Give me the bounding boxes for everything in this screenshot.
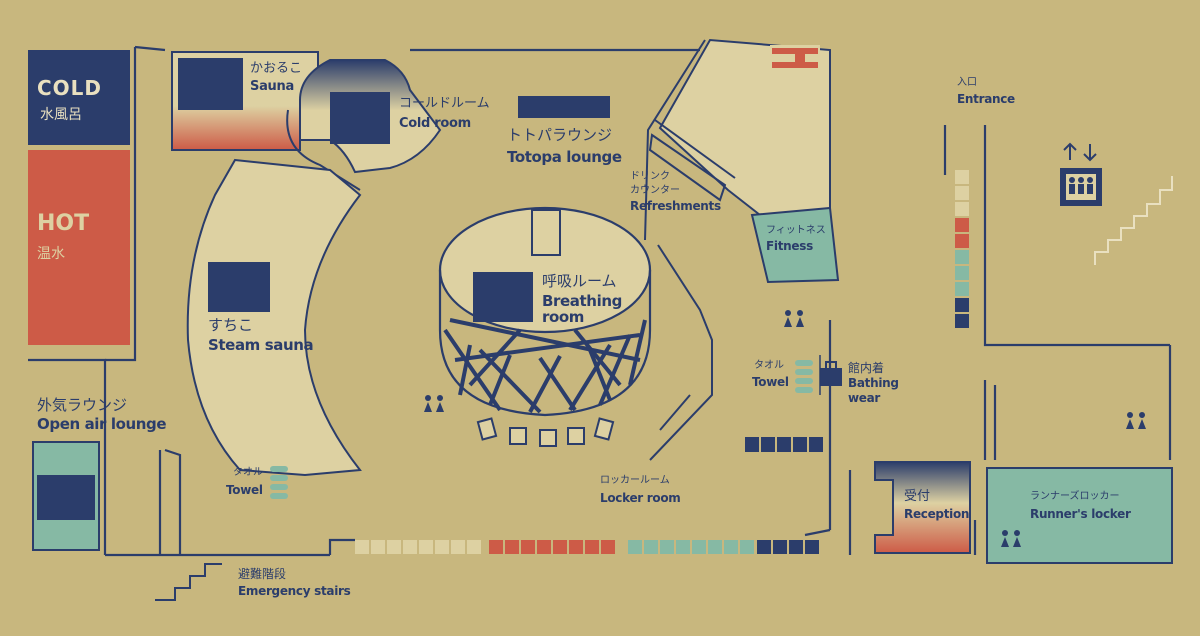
restroom-icon: [424, 310, 1146, 547]
totopa-label-jp: トトパラウンジ: [507, 126, 613, 144]
cold-room-icon: [330, 92, 390, 144]
bathing-wear-en2: wear: [848, 391, 881, 405]
open-air-icon: [37, 475, 95, 520]
entrance-label-en: Entrance: [957, 92, 1015, 106]
entrance-label-jp: 入口: [957, 77, 977, 88]
bathing-wear-en1: Bathing: [848, 376, 899, 390]
breathing-room-icon: [473, 272, 533, 322]
sauna-icon: [178, 58, 243, 110]
walls: [28, 45, 1172, 557]
breathing-seats: [476, 417, 615, 447]
cold-bath-area: [28, 50, 130, 145]
breathing-label-en1: Breathing: [542, 292, 622, 310]
locker-room-jp: ロッカールーム: [600, 475, 670, 486]
kaoruko-label-en: Sauna: [250, 79, 294, 94]
reception-area: [874, 461, 971, 554]
open-air-label-jp: 外気ラウンジ: [37, 396, 128, 414]
open-air-label-en: Open air lounge: [37, 415, 167, 433]
locker-strip-mid: [745, 437, 823, 452]
reception-jp: 受付: [904, 489, 931, 504]
bathing-wear-jp: 館内着: [848, 361, 885, 375]
towel-right-en: Towel: [752, 375, 789, 389]
steam-sauna-icon: [208, 262, 270, 312]
breathing-label-en2: room: [542, 308, 585, 326]
towel-left-jp: タオル: [233, 467, 263, 478]
fitness-label-jp: フィットネス: [766, 225, 826, 236]
stairs-icon: [1094, 176, 1173, 265]
steam-label-jp: すちこ: [208, 316, 254, 334]
runners-locker-area: [986, 467, 1173, 564]
towel-icon: [270, 360, 813, 499]
elevator-icon: [1060, 142, 1102, 206]
breathing-label-jp: 呼吸ルーム: [542, 272, 617, 290]
cold-logo: COLD: [37, 76, 103, 100]
fitness-area: [750, 206, 840, 284]
totopa-label-en: Totopa lounge: [507, 148, 622, 166]
cold-bath-label: 水風呂: [40, 107, 82, 123]
fire-exit-icon: [770, 45, 820, 70]
cold-room-label-en: Cold room: [399, 116, 471, 131]
totopa-logo: [518, 96, 610, 118]
stairs-en: Emergency stairs: [238, 584, 351, 598]
stairs-jp: 避難階段: [238, 567, 287, 581]
refresh-label-jp1: ドリンク: [630, 171, 670, 182]
steam-label-en: Steam sauna: [208, 336, 314, 354]
kaoruko-label-jp: かおるこ: [250, 61, 303, 76]
towel-right-jp: タオル: [754, 360, 784, 371]
bag-icon: [820, 361, 842, 386]
hot-logo: HOT: [37, 211, 90, 236]
refresh-label-en: Refreshments: [630, 199, 721, 213]
locker-strip-bottom: [355, 540, 819, 554]
reception-en: Reception: [904, 507, 970, 521]
emergency-stairs-icon: [155, 563, 222, 601]
runners-en: Runner's locker: [1030, 507, 1131, 521]
fitness-label-en: Fitness: [766, 239, 813, 253]
towel-left-en: Towel: [226, 483, 263, 497]
cold-room-label-jp: コールドルーム: [399, 96, 490, 111]
steam-sauna-area: [186, 158, 362, 477]
runners-jp: ランナーズロッカー: [1030, 491, 1120, 502]
locker-room-en: Locker room: [600, 491, 681, 505]
locker-strip-vertical: [955, 170, 969, 328]
refresh-label-jp2: カウンター: [630, 185, 680, 196]
hot-bath-label: 温水: [37, 246, 65, 262]
hot-bath-area: [28, 150, 130, 345]
